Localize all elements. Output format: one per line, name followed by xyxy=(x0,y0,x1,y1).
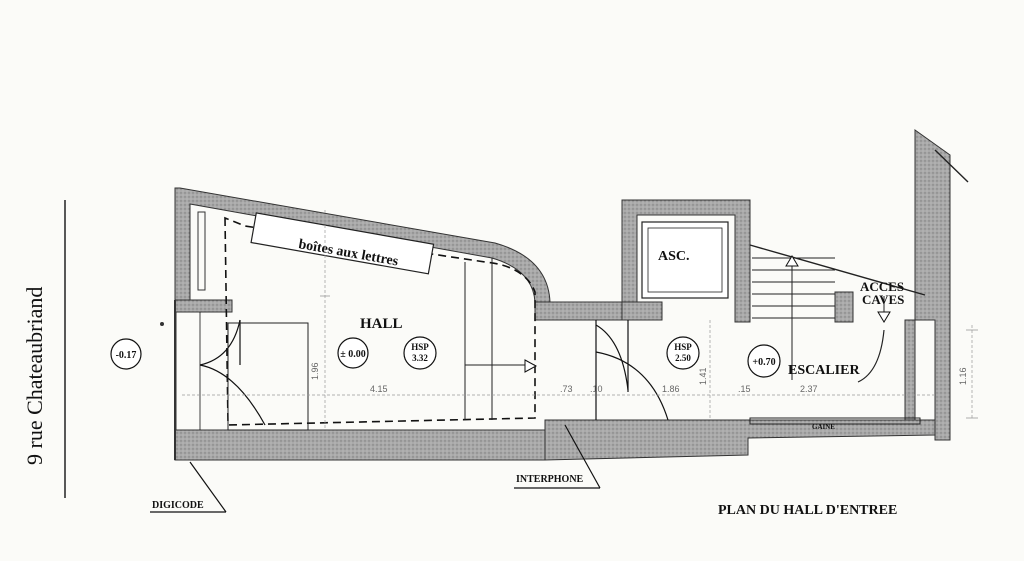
svg-text:HSP: HSP xyxy=(674,342,692,352)
ceiling-height-landing: HSP 2.50 xyxy=(666,336,700,370)
hall-left-wall-lower xyxy=(174,299,233,313)
digicode-callout: DIGICODE xyxy=(150,461,227,513)
svg-text:± 0.00: ± 0.00 xyxy=(340,349,366,360)
svg-text:+0.70: +0.70 xyxy=(752,357,775,368)
stairs-label: ESCALIER xyxy=(788,363,860,378)
corridor-top-wall xyxy=(534,301,626,321)
level-marker-street: -0.17 xyxy=(110,338,142,370)
interphone-callout: INTERPHONE xyxy=(514,424,601,489)
cellar-access-label-2: CAVES xyxy=(862,292,904,307)
svg-text:-0.17: -0.17 xyxy=(116,350,137,361)
svg-text:DIGICODE: DIGICODE xyxy=(152,500,204,511)
marker-dot xyxy=(160,322,164,326)
entrance-doors xyxy=(199,312,266,430)
street-address: 9 rue Chateaubriand xyxy=(22,287,47,465)
hall-label: HALL xyxy=(360,316,403,332)
false-ceiling-outline xyxy=(224,216,536,426)
dim-landing-width: 1.41 xyxy=(698,367,708,385)
vestibule-box xyxy=(227,322,309,431)
elevator-base-wall xyxy=(621,301,663,321)
window-frame xyxy=(197,211,206,291)
duct-strip xyxy=(749,417,921,425)
bottom-wall xyxy=(544,419,936,461)
hall-bottom-wall xyxy=(174,429,546,461)
stair-landing-wall xyxy=(834,291,854,323)
glass-partition xyxy=(464,258,538,420)
landing-door xyxy=(595,320,669,421)
level-marker-hall: ± 0.00 xyxy=(337,337,369,369)
ceiling-height-hall: HSP 3.32 xyxy=(403,336,437,370)
dim-end-width: 1.16 xyxy=(958,367,968,385)
dim-hall-width: 1.96 xyxy=(310,362,320,380)
staircase xyxy=(749,149,969,383)
right-wall xyxy=(914,129,951,441)
end-wall-block xyxy=(904,319,916,421)
dimension-lines xyxy=(182,210,973,430)
elevator-label: ASC. xyxy=(658,249,690,264)
mailboxes xyxy=(250,212,435,275)
walls xyxy=(174,129,951,461)
svg-text:INTERPHONE: INTERPHONE xyxy=(516,474,584,485)
plan-title: PLAN DU HALL D'ENTREE xyxy=(718,503,897,518)
dim-wall-a: .73 xyxy=(560,384,573,394)
dimension-ticks xyxy=(320,295,978,419)
dim-hall-length: 4.15 xyxy=(370,384,388,394)
svg-text:2.50: 2.50 xyxy=(675,353,691,363)
dim-landing-length: 1.86 xyxy=(662,384,680,394)
dim-wall-b: .10 xyxy=(590,384,603,394)
dim-stairs-length: 2.37 xyxy=(800,384,818,394)
duct-label: GAINE xyxy=(812,423,835,431)
dim-wall-c: .15 xyxy=(738,384,751,394)
level-marker-stairs: +0.70 xyxy=(747,344,781,378)
svg-text:HSP: HSP xyxy=(411,342,429,352)
cellar-access-label-1: ACCES xyxy=(860,279,904,294)
elevator-car xyxy=(641,221,729,299)
svg-text:3.32: 3.32 xyxy=(412,353,428,363)
